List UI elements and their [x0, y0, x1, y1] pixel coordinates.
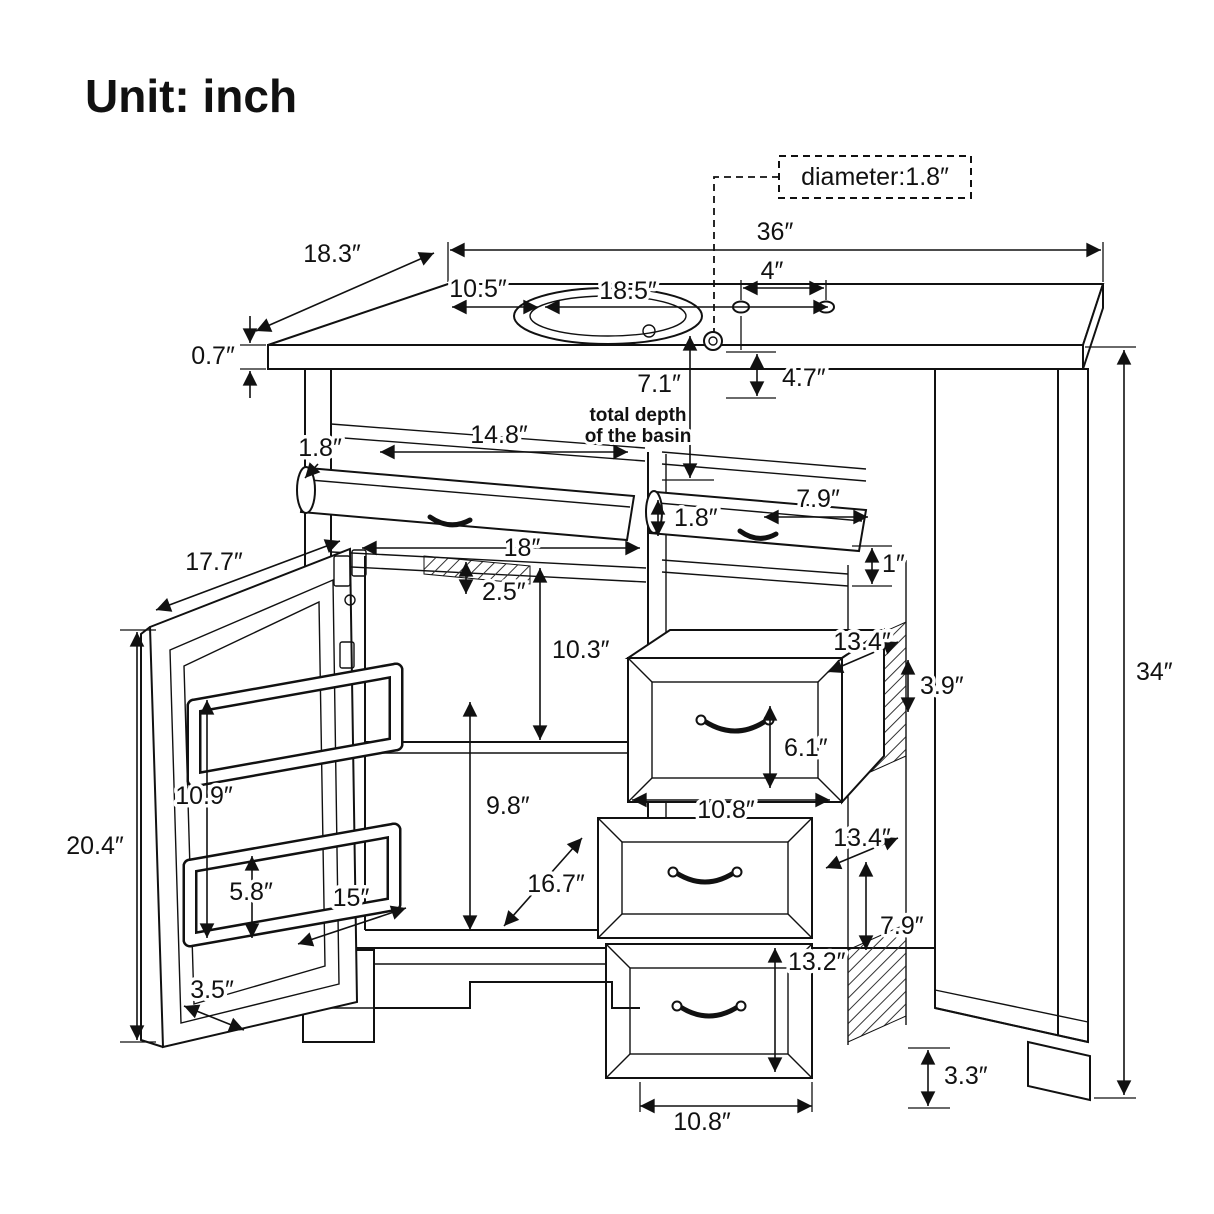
dim-drawer-depth-mid: 13.4″ — [825, 821, 899, 870]
dim-label: 14.8″ — [470, 421, 528, 449]
unit-title: Unit: inch — [85, 70, 297, 122]
dim-interior-diagonal: 16.7″ — [503, 837, 588, 927]
dim-label: 7.1″ — [637, 370, 681, 398]
dim-label: 17.7″ — [185, 548, 243, 576]
dim-door-width: 17.7″ — [155, 539, 341, 612]
basin-note-line2: of the basin — [585, 426, 692, 447]
dim-label: 10.9″ — [175, 782, 233, 810]
dim-label: 15″ — [333, 884, 370, 912]
tray-handle-icon — [737, 528, 779, 541]
foot-right — [1027, 1040, 1091, 1102]
dim-label: 9.8″ — [486, 792, 530, 820]
dim-tray-lip-mid: 1.8″ — [650, 500, 721, 536]
dim-faucet-offset: 4.7″ — [726, 316, 829, 399]
dim-tray-lip-left: 1.8″ — [295, 431, 345, 479]
door-rack-upper — [186, 662, 404, 788]
dim-drawer-height-mid: 7.9″ — [858, 862, 927, 950]
dim-rack-height: 10.9″ — [172, 700, 236, 938]
cabinet-side-panel — [934, 368, 1089, 1044]
dim-door-thickness: 3.5″ — [183, 973, 245, 1032]
dim-label: 18.5″ — [599, 277, 657, 305]
dim-label: 13.4″ — [833, 824, 891, 852]
dim-basin-offset: 10.5″ — [446, 272, 538, 315]
drawer-middle — [597, 817, 813, 939]
dim-label: 7.9″ — [880, 912, 924, 940]
dim-label: 3.9″ — [920, 672, 964, 700]
dim-label: 36″ — [757, 218, 794, 246]
dim-label: 16.7″ — [527, 870, 585, 898]
dim-label: 4″ — [761, 257, 784, 285]
dim-drawer-depth-top: 13.4″ — [827, 625, 899, 673]
dim-shelf-width: 18″ — [362, 531, 640, 566]
dim-label: 4.7″ — [782, 364, 826, 392]
drawer-front — [597, 817, 813, 939]
dim-label: 3.3″ — [944, 1062, 988, 1090]
drawer-bottom — [605, 943, 813, 1079]
shelf-rail-section — [423, 555, 531, 585]
tipout-tray-left — [296, 466, 636, 542]
faucet-hole-center — [703, 331, 723, 351]
tray-handle-icon — [427, 514, 473, 528]
dim-lower-interior-height: 9.8″ — [462, 702, 533, 930]
dim-tray-width-right: 7.9″ — [764, 482, 868, 525]
dim-upper-interior-height: 10.3″ — [532, 568, 613, 740]
diameter-callout: diameter:1.8″ — [713, 155, 972, 332]
countertop — [267, 283, 1105, 370]
dim-label: 10.3″ — [552, 636, 610, 664]
dim-tray-width: 14.8″ — [380, 418, 628, 460]
door-hinge-icon — [333, 549, 367, 669]
callout-box — [778, 155, 972, 199]
dim-faucet-spacing: 4″ — [740, 254, 827, 300]
drain-hole — [642, 324, 656, 338]
dim-label: 18.3″ — [303, 240, 361, 268]
dim-drawer-height-bottom: 13.2″ — [767, 945, 849, 1072]
dim-counter-width: 36″ — [447, 215, 1104, 282]
dim-label: 10.8″ — [673, 1108, 731, 1136]
dim-basin-width: 18.5″ — [545, 274, 828, 315]
dim-cabinet-height: 34″ — [1085, 346, 1176, 1099]
dim-label: 13.4″ — [833, 628, 891, 656]
dim-label: 2.5″ — [482, 578, 526, 606]
dim-drawer-width-bottom: 10.8″ — [639, 1082, 813, 1140]
dim-label: 20.4″ — [66, 832, 124, 860]
dim-label: 6.1″ — [784, 734, 828, 762]
dim-door-height: 20.4″ — [63, 629, 156, 1043]
dim-label: 34″ — [1136, 658, 1173, 686]
dim-base-height: 3.3″ — [908, 1047, 991, 1109]
dim-label: 1″ — [882, 550, 905, 578]
dim-gap-one: 1″ — [852, 545, 908, 587]
dim-drawer-height-top: 6.1″ — [762, 706, 831, 788]
dim-label: 13.2″ — [788, 948, 846, 976]
dim-counter-depth: 18.3″ — [255, 237, 435, 332]
dim-counter-thickness: 0.7″ — [188, 316, 266, 398]
dim-label: 5.8″ — [229, 878, 273, 906]
dim-label: 1.8″ — [298, 434, 342, 462]
dim-rack-depth: 5.8″ — [226, 856, 276, 938]
dim-rail-thickness: 2.5″ — [458, 562, 529, 610]
dim-rack-width: 15″ — [297, 881, 407, 947]
dim-label: 18″ — [504, 534, 541, 562]
dim-label: 3.5″ — [190, 976, 234, 1004]
dim-label: 10.5″ — [449, 275, 507, 303]
dim-label: 1.8″ — [674, 504, 718, 532]
drawer-top-pulled — [624, 628, 888, 805]
dim-label: 0.7″ — [191, 342, 235, 370]
drawer-front — [605, 943, 813, 1079]
dim-drawer-width-top: 10.8″ — [632, 793, 830, 828]
callout-label: diameter:1.8″ — [801, 163, 949, 191]
dim-label: 10.8″ — [697, 796, 755, 824]
dim-label: 7.9″ — [796, 485, 840, 513]
dim-drawer-side-gap: 3.9″ — [900, 660, 967, 712]
basin-note-line1: total depth — [589, 405, 686, 426]
